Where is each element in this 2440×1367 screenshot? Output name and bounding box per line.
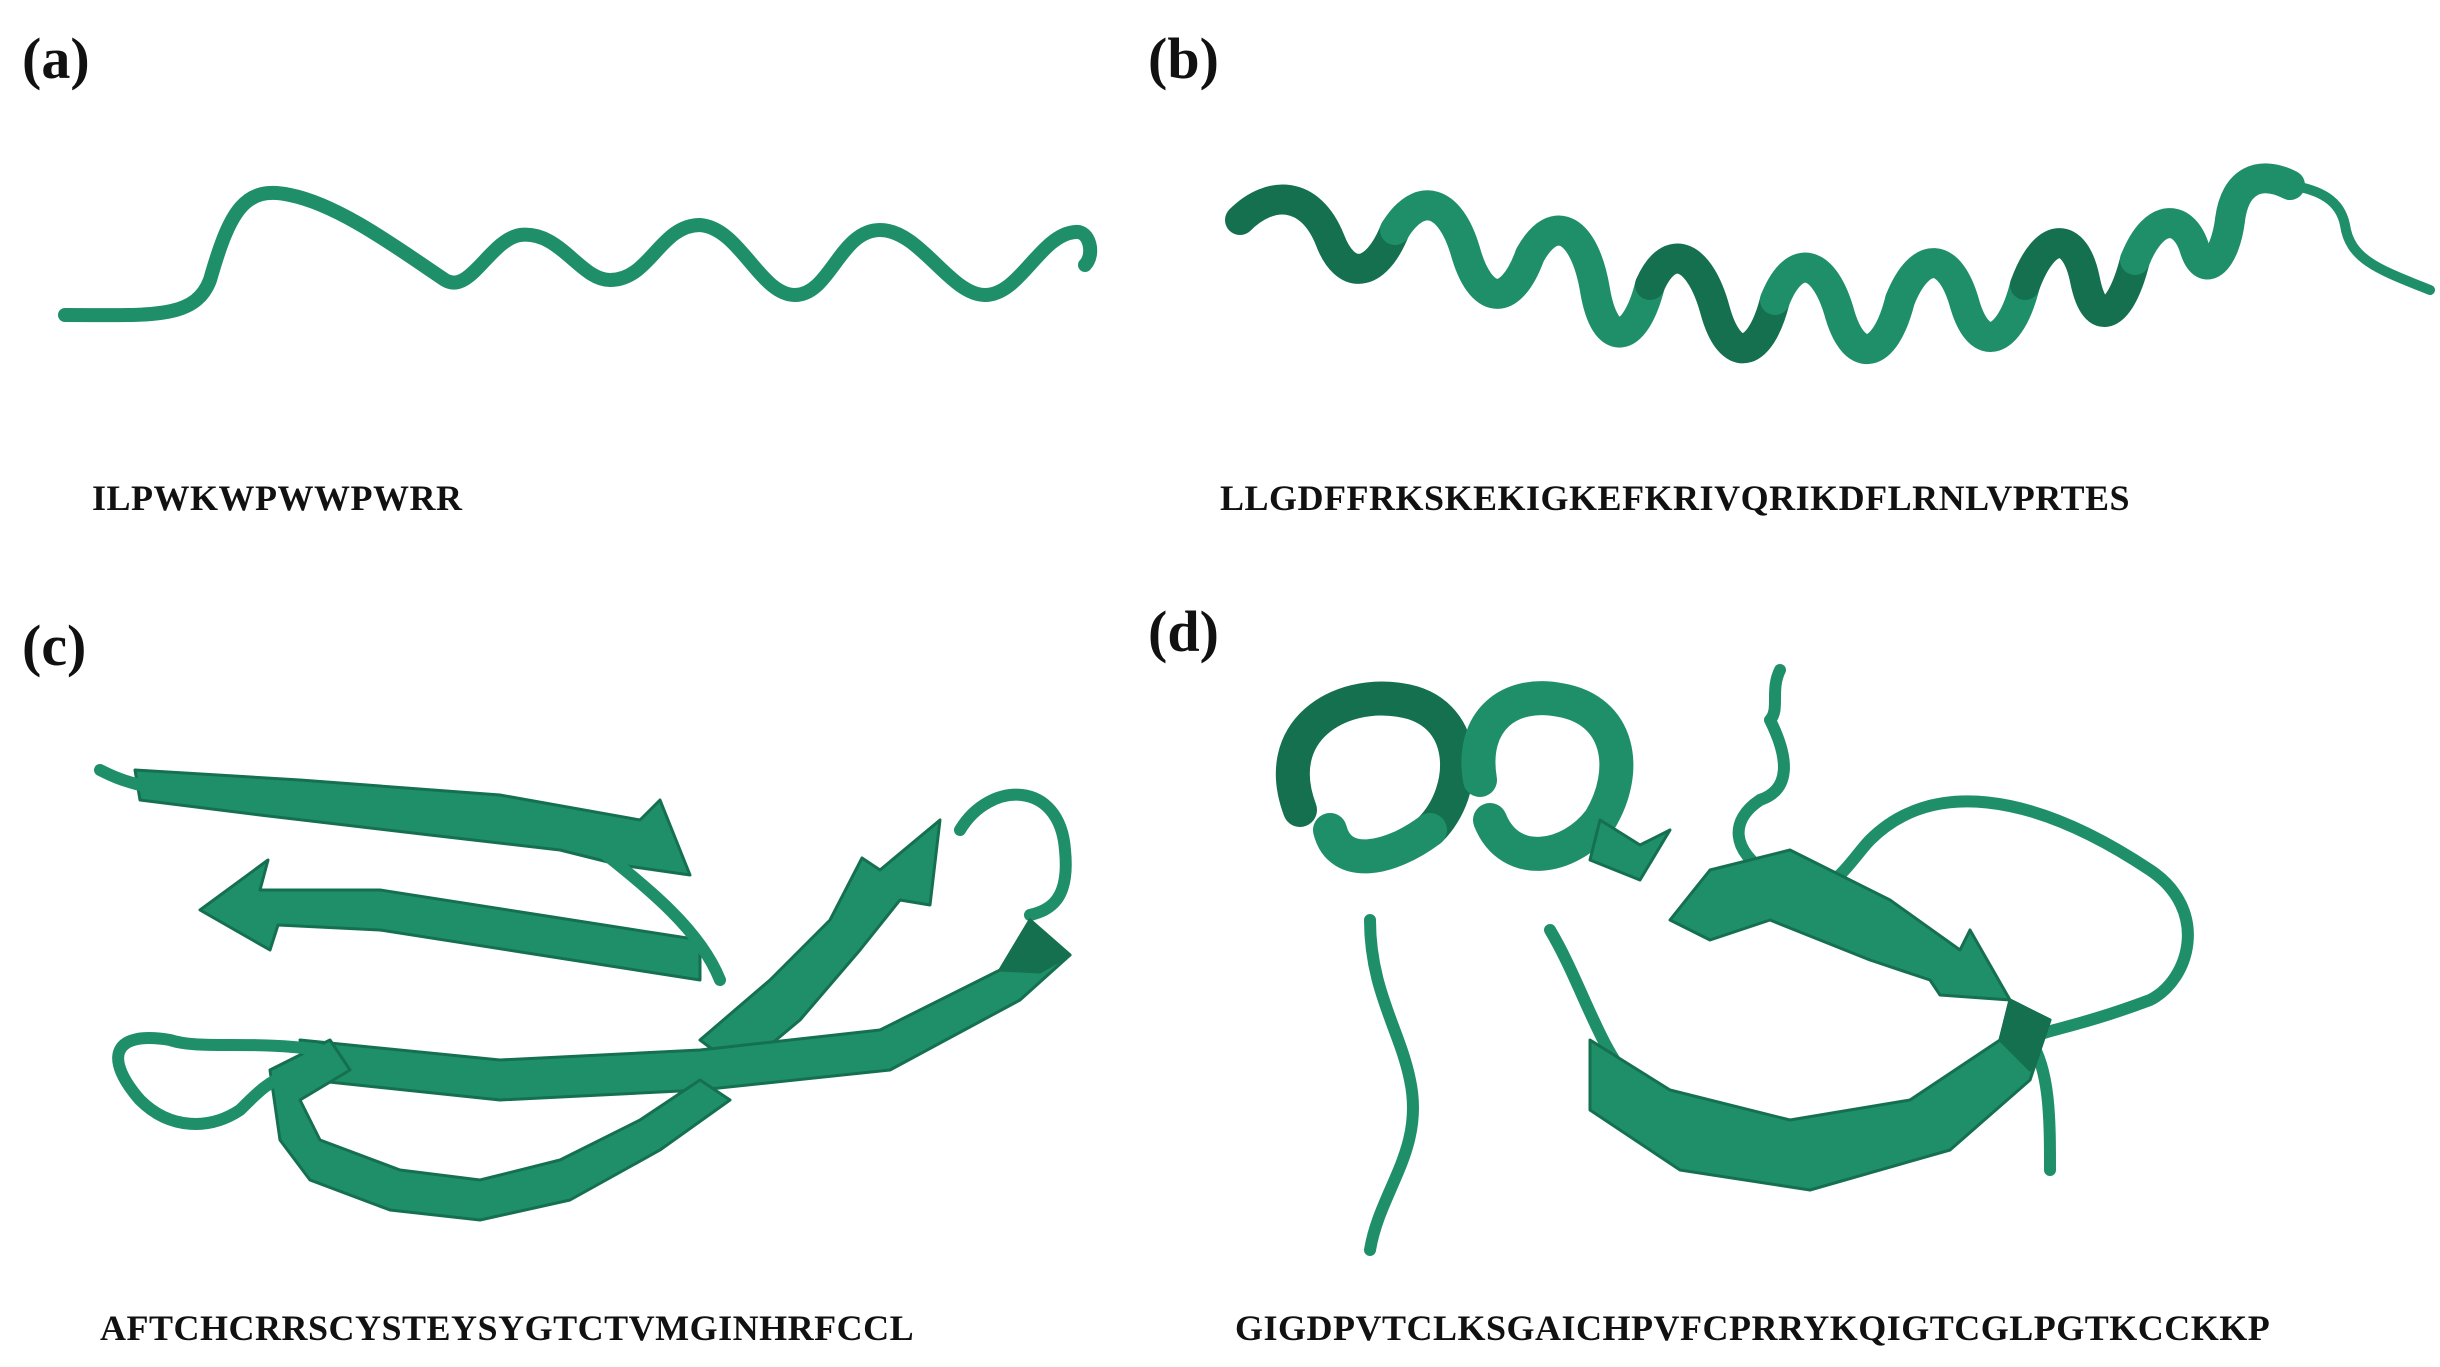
coil-tail-b	[2285, 180, 2435, 295]
panel-label-a: (a)	[22, 26, 90, 91]
strand-c-1	[133, 768, 692, 877]
tail-c	[94, 764, 146, 791]
strand-d-2-edge	[1998, 998, 2052, 1072]
strand-c-5	[268, 1038, 732, 1222]
strand-c-2	[198, 858, 702, 982]
coil-d-tail-left	[1364, 914, 1420, 1256]
structure-d-mixed-fold	[1275, 664, 2194, 1256]
structure-a-random-coil	[58, 185, 1098, 323]
strand-c-3	[698, 818, 942, 1072]
helix-b	[1225, 163, 2305, 364]
sequence-d: GIGDPVTCLKSGAICHPVFCPRRYKQIGTCGLPGTKCCKK…	[1235, 1308, 2271, 1348]
helix-d	[1275, 681, 1672, 882]
sequence-c: AFTCHCRRSCYSTEYSYGTCTVMGINHRFCCL	[100, 1308, 915, 1348]
sequence-b: LLGDFFRKSKEKIGKEFKRIVQRIKDFLRNLVPRTES	[1220, 478, 2131, 518]
coil-a	[58, 185, 1098, 323]
panel-label-c: (c)	[22, 613, 87, 678]
strand-c-4-edge	[998, 918, 1072, 974]
loop-c-right	[954, 788, 1072, 921]
crossover-c	[594, 844, 726, 986]
structure-b-alpha-helix	[1225, 163, 2435, 364]
coil-d-top	[1732, 664, 1790, 881]
strand-d-2	[1588, 998, 2052, 1192]
structure-c-beta-sheet	[94, 764, 1072, 1222]
panel-label-b: (b)	[1148, 26, 1219, 91]
panel-label-d: (d)	[1148, 599, 1219, 664]
sequence-a: ILPWKWPWWPWRR	[92, 478, 463, 518]
loop-c-left	[112, 1032, 326, 1130]
